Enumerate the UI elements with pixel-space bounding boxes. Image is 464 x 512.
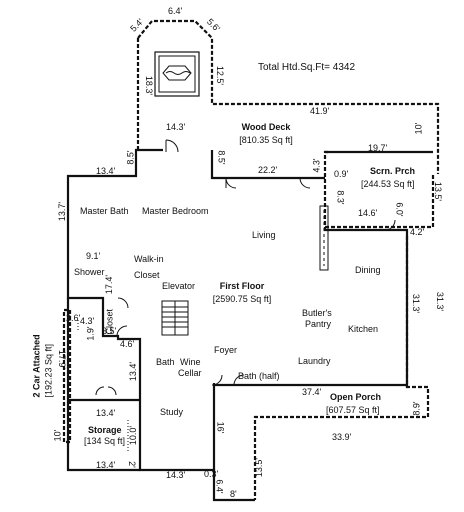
dim-12-5: 12.5' (215, 65, 226, 86)
garage-name: 2 Car Attached (31, 334, 42, 398)
dim-13-4-store: 13.4' (96, 408, 116, 418)
room-pantry: Pantry (305, 319, 332, 329)
room-study: Study (160, 407, 184, 417)
right-room-wall (323, 227, 409, 387)
room-laundry: Laundry (298, 356, 331, 366)
room-master-bath: Master Bath (80, 206, 129, 216)
dim-10-0: 10.0' (128, 425, 139, 446)
screen-porch-sqft: [244.53 Sq ft] (361, 179, 415, 189)
dim-14-6: 14.6' (358, 208, 378, 218)
dim-22-2: 22.2' (258, 165, 278, 175)
dim-6-4b: 6.4' (214, 479, 225, 494)
open-porch-sqft: [607.57 Sq ft] (326, 405, 380, 415)
dim-8-9: 8.9' (411, 401, 422, 416)
dim-14-3-top: 14.3' (166, 122, 186, 132)
dim-17-4: 17.4' (104, 274, 115, 295)
dim-13-5-bot: 13.5' (254, 457, 265, 478)
fireplace-block (319, 205, 329, 271)
dim-19-7: 19.7' (368, 143, 388, 153)
room-walkin: Walk-in (134, 254, 164, 264)
first-floor-name: First Floor (219, 281, 265, 291)
dim-10-left: 10' (52, 429, 63, 442)
dim-10: 10' (413, 122, 424, 135)
dim-13-5-right: 13.5' (433, 181, 444, 202)
dim-0-9: 0.9' (334, 169, 349, 179)
dim-14-3-bot: 14.3' (166, 470, 186, 480)
dim-31-3-out: 31.3' (435, 291, 446, 312)
dim-33-9: 33.9' (332, 432, 352, 442)
dim-3-5: 3.5' (102, 326, 117, 336)
dim-13-4-bot: 13.4' (96, 460, 116, 470)
room-foyer: Foyer (214, 345, 238, 355)
dim-8: 8' (230, 489, 237, 499)
dim-4-2: 4.2' (410, 227, 425, 237)
storage-name: Storage (88, 425, 122, 435)
partitions (319, 205, 329, 271)
room-master-bedroom: Master Bedroom (142, 206, 209, 216)
open-porch-name: Open Porch (330, 392, 382, 402)
dim-0-3: 0.3' (204, 469, 219, 479)
dim-2-6: 2.6' (66, 313, 81, 323)
dim-9-1: 9.1' (86, 251, 101, 261)
room-kitchen: Kitchen (348, 324, 379, 334)
walls (66, 148, 433, 502)
garage-block (66, 298, 140, 472)
dim-8-5-left: 8.5' (125, 150, 136, 165)
total-label: Total Htd.Sq.Ft= 4342 (258, 62, 356, 73)
room-shower: Shower (74, 267, 105, 277)
first-floor-sqft: [2590.75 Sq ft] (212, 294, 272, 304)
room-closet: Closet (134, 270, 160, 280)
garage-sqft: [192.23 Sq ft] (43, 343, 54, 398)
dim-8-3: 8.3' (335, 190, 346, 205)
room-cellar: Cellar (178, 368, 202, 378)
room-bath-half: Bath (half) (238, 371, 280, 381)
room-bath: Bath (156, 357, 175, 367)
room-dining: Dining (355, 265, 381, 275)
dim-37-4: 37.4' (302, 387, 322, 397)
dim-6-4: 6.4' (168, 6, 183, 16)
wood-deck-name: Wood Deck (241, 122, 291, 132)
wood-deck-outline (137, 19, 440, 174)
dim-31-3-in: 31.3' (411, 293, 422, 314)
garage-door (77, 320, 129, 452)
dim-13-4-mid: 13.4' (128, 361, 139, 382)
dim-17-9: 17.9' (57, 349, 68, 370)
dim-6-0: 6.0' (394, 202, 405, 217)
porch-inner-wall (212, 383, 407, 387)
room-elevator: Elevator (162, 281, 196, 291)
door-swings (95, 139, 396, 396)
elevator-symbol (161, 300, 189, 336)
dim-41-9: 41.9' (310, 106, 330, 116)
dim-4-3b: 4.3' (80, 316, 95, 326)
dim-2: 2' (126, 461, 137, 468)
dim-16: 16' (215, 421, 226, 434)
wood-deck-sqft: [810.35 Sq ft] (239, 135, 293, 145)
mid-wall-top (210, 150, 325, 180)
dim-1-9: 1.9' (85, 326, 96, 341)
room-butlers: Butler's (302, 308, 332, 318)
dim-8-5-mid: 8.5' (216, 150, 227, 165)
dim-4-3: 4.3' (311, 158, 322, 173)
outer-wall (66, 148, 255, 502)
storage-sqft: [134 Sq ft] (84, 436, 126, 446)
room-wine: Wine (180, 357, 201, 367)
hot-tub (154, 51, 200, 97)
dim-18-3: 18.3' (144, 75, 155, 96)
screen-porch-name: Scrn. Prch (370, 166, 416, 176)
dim-13-7: 13.7' (57, 201, 68, 222)
open-porch-outline (253, 236, 430, 500)
room-living: Living (252, 230, 276, 240)
dim-13-4-top: 13.4' (96, 166, 116, 176)
dim-4-6: 4.6' (120, 339, 135, 349)
